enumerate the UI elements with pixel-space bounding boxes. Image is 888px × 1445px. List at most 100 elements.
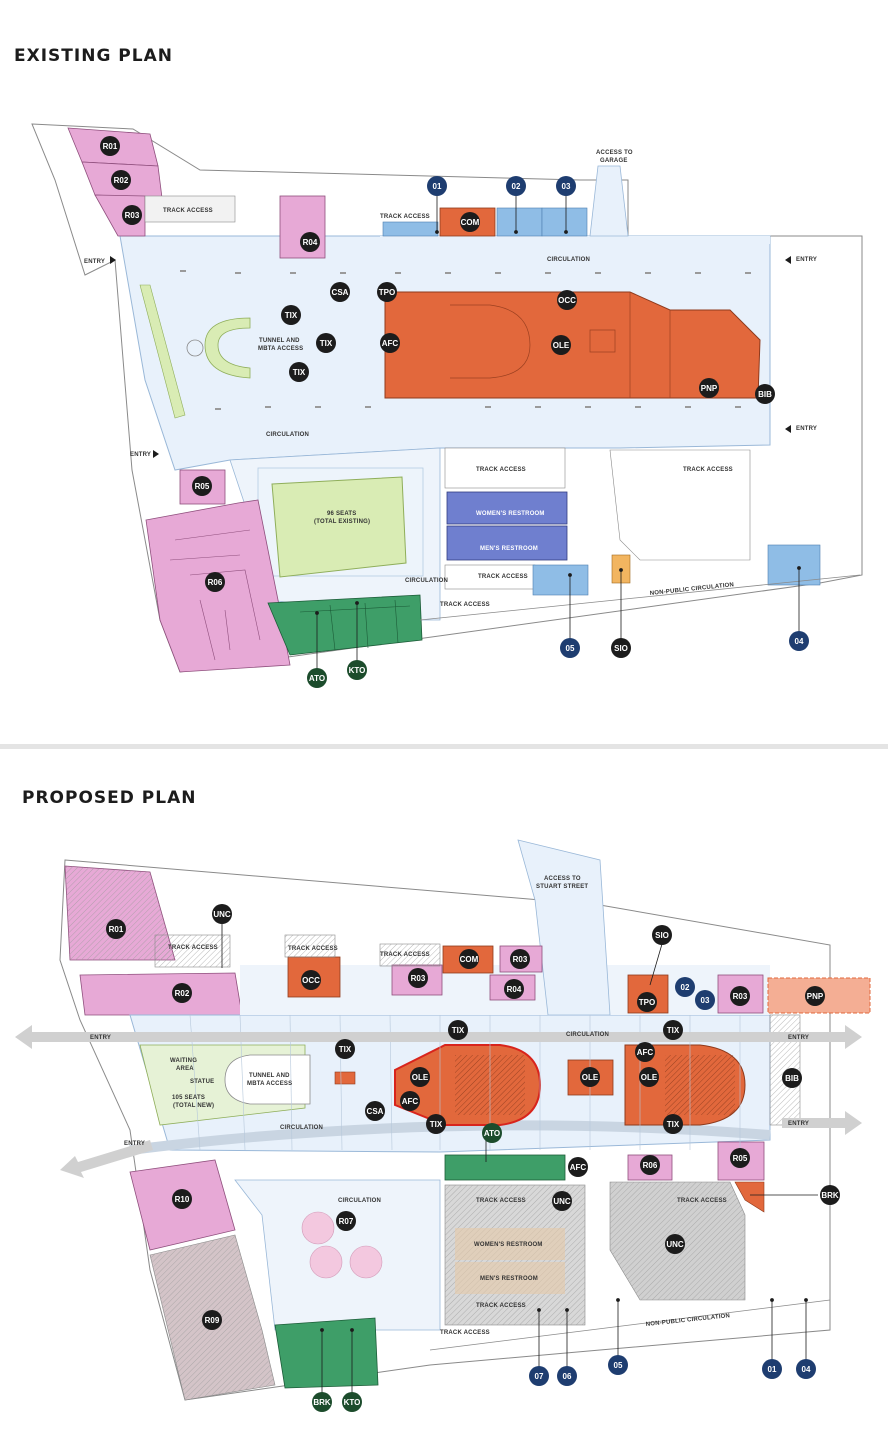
svg-text:SIO: SIO [614, 644, 628, 653]
existing-ops-interior-lines [450, 292, 671, 398]
proposed-label-stuart-2: STUART STREET [536, 884, 588, 890]
proposed-tag-unc-3: UNC [665, 1234, 685, 1254]
svg-text:R09: R09 [205, 1316, 220, 1325]
existing-label-track-access-3: TRACK ACCESS [476, 467, 526, 473]
proposed-tag-r04: R04 [504, 979, 524, 999]
proposed-tag-afc-3: AFC [568, 1157, 588, 1177]
svg-text:OLE: OLE [412, 1073, 429, 1082]
svg-text:01: 01 [433, 182, 442, 191]
proposed-table-1 [301, 1211, 335, 1245]
existing-tag-sio: SIO [611, 638, 631, 658]
existing-tag-05: 05 [560, 638, 580, 658]
svg-text:SIO: SIO [655, 931, 669, 940]
svg-text:R03: R03 [513, 955, 528, 964]
proposed-label-track-access-1: TRACK ACCESS [168, 945, 218, 951]
proposed-tag-07: 07 [529, 1366, 549, 1386]
svg-text:TIX: TIX [667, 1026, 680, 1035]
svg-text:R06: R06 [643, 1161, 658, 1170]
svg-text:TIX: TIX [293, 368, 306, 377]
svg-text:OLE: OLE [641, 1073, 658, 1082]
proposed-tag-kto: KTO [342, 1392, 362, 1412]
proposed-tag-r09: R09 [202, 1310, 222, 1330]
proposed-ops-pod-right-hatch [665, 1055, 735, 1115]
existing-tag-ole: OLE [551, 335, 571, 355]
proposed-tag-r03a: R03 [408, 968, 428, 988]
existing-label-access-garage-1: ACCESS TO [596, 150, 633, 156]
proposed-tag-r03c: R03 [730, 986, 750, 1006]
existing-column-grid [180, 270, 751, 410]
proposed-leader-lines [221, 924, 818, 1393]
svg-text:03: 03 [701, 996, 710, 1005]
proposed-tunnel-access [224, 1054, 311, 1105]
existing-tunnel-access [204, 317, 251, 379]
existing-kitchen-lines [299, 599, 411, 651]
proposed-flow-arrows [15, 1025, 862, 1178]
svg-text:AFC: AFC [637, 1048, 654, 1057]
proposed-label-circulation-2: CIRCULATION [280, 1125, 323, 1131]
svg-text:03: 03 [562, 182, 571, 191]
svg-text:R05: R05 [195, 482, 210, 491]
svg-text:TIX: TIX [452, 1026, 465, 1035]
proposed-label-waiting-1: WAITING [170, 1058, 197, 1064]
proposed-tag-csa: CSA [365, 1101, 385, 1121]
proposed-tag-tix-1: TIX [448, 1020, 468, 1040]
proposed-tag-06: 06 [557, 1366, 577, 1386]
existing-retail-r04 [279, 195, 326, 259]
proposed-label-track-access-3: TRACK ACCESS [380, 952, 430, 958]
plan-divider [0, 744, 888, 749]
svg-text:R03: R03 [733, 992, 748, 1001]
svg-text:02: 02 [681, 983, 690, 992]
proposed-track-access-1 [154, 934, 231, 968]
existing-tag-02: 02 [506, 176, 526, 196]
existing-tag-r03: R03 [122, 205, 142, 225]
existing-label-access-garage-2: GARAGE [600, 158, 628, 164]
existing-tag-r05: R05 [192, 476, 212, 496]
svg-text:KTO: KTO [349, 666, 366, 675]
svg-text:R01: R01 [109, 925, 124, 934]
proposed-label-entry-1: ENTRY [90, 1035, 111, 1041]
existing-label-track-access-1: TRACK ACCESS [163, 208, 213, 214]
proposed-plan-diagram: ACCESS TO STUART STREET TRACK ACCESS TRA… [15, 839, 871, 1412]
proposed-tag-ole-3: OLE [639, 1067, 659, 1087]
existing-tag-pnp: PNP [699, 378, 719, 398]
proposed-label-circulation-3: CIRCULATION [338, 1198, 381, 1204]
proposed-tag-ole-2: OLE [580, 1067, 600, 1087]
proposed-tag-unc-2: UNC [552, 1191, 572, 1211]
svg-text:AFC: AFC [402, 1097, 419, 1106]
proposed-label-track-access-7: TRACK ACCESS [440, 1330, 490, 1336]
svg-text:01: 01 [768, 1365, 777, 1374]
svg-text:04: 04 [802, 1365, 811, 1374]
svg-text:OCC: OCC [558, 296, 576, 305]
svg-text:OLE: OLE [582, 1073, 599, 1082]
proposed-tag-r03b: R03 [510, 949, 530, 969]
svg-text:UNC: UNC [553, 1197, 571, 1206]
proposed-tag-ato: ATO [482, 1123, 502, 1143]
svg-text:PNP: PNP [701, 384, 718, 393]
existing-label-track-access-6: TRACK ACCESS [440, 602, 490, 608]
svg-text:05: 05 [566, 644, 575, 653]
proposed-tag-afc-2: AFC [400, 1091, 420, 1111]
proposed-table-2 [309, 1245, 343, 1279]
existing-plan-diagram: TRACK ACCESS TRACK ACCESS ACCESS TO GARA… [31, 123, 863, 688]
svg-text:TIX: TIX [667, 1120, 680, 1129]
proposed-tag-r10: R10 [172, 1189, 192, 1209]
existing-label-track-access-2: TRACK ACCESS [380, 214, 430, 220]
proposed-womens-restroom [455, 1228, 565, 1260]
existing-tag-ato: ATO [307, 668, 327, 688]
existing-label-track-access-4: TRACK ACCESS [683, 467, 733, 473]
proposed-tag-r01: R01 [106, 919, 126, 939]
svg-text:AFC: AFC [382, 339, 399, 348]
proposed-label-tunnel-2: MBTA ACCESS [247, 1081, 292, 1087]
svg-text:07: 07 [535, 1372, 544, 1381]
existing-tag-01: 01 [427, 176, 447, 196]
proposed-tag-afc-1: AFC [635, 1042, 655, 1062]
proposed-label-seats-2: (TOTAL NEW) [173, 1103, 214, 1109]
existing-service-05 [532, 564, 589, 596]
proposed-tag-tix-3: TIX [335, 1039, 355, 1059]
existing-label-tunnel-1: TUNNEL AND [259, 338, 300, 344]
svg-text:BRK: BRK [313, 1398, 331, 1407]
existing-track-access-stair [144, 195, 236, 223]
svg-text:OLE: OLE [553, 341, 570, 350]
svg-text:BIB: BIB [758, 390, 772, 399]
existing-track-access-block [444, 447, 566, 489]
